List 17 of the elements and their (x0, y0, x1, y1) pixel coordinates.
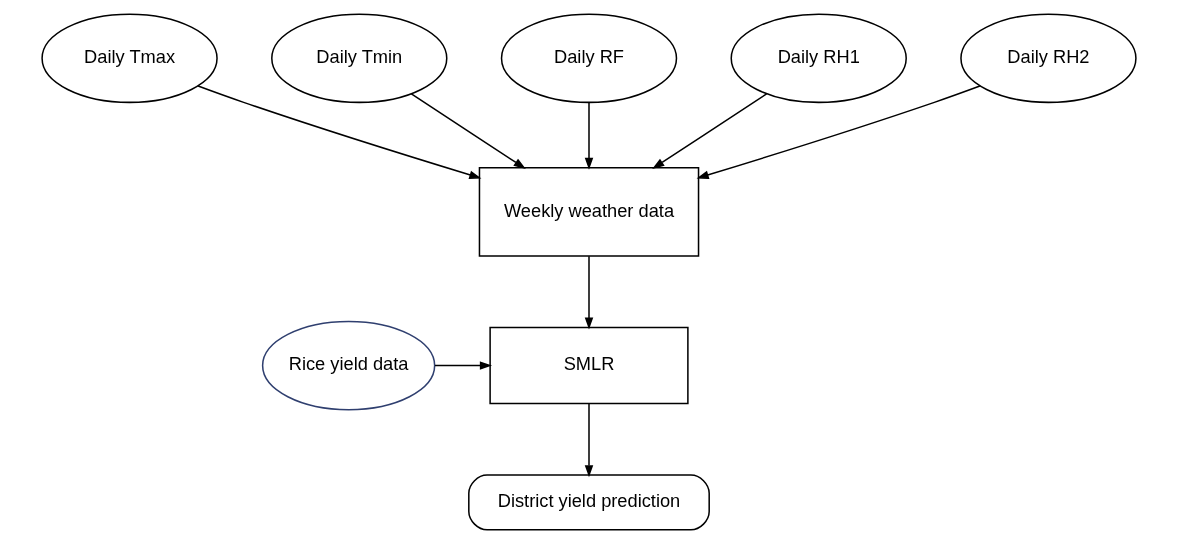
arrow (584, 402, 593, 478)
node-ellipse: Daily RH1 (730, 13, 907, 104)
node-ellipse: Daily RF (500, 13, 677, 104)
arrow (696, 85, 981, 179)
arrow (196, 85, 481, 179)
node-box: District yield prediction (467, 474, 710, 531)
node-ellipse: Rice yield data (261, 320, 435, 411)
arrow (584, 101, 593, 170)
node-ellipse: Daily RH2 (959, 13, 1137, 104)
arrow (584, 255, 593, 330)
node-box: Weekly weather data (478, 167, 699, 257)
arrow (410, 93, 526, 169)
node-ellipse: Daily Tmax (40, 13, 218, 104)
arrow (433, 361, 492, 370)
node-ellipse: Daily Tmin (270, 13, 447, 104)
arrow (651, 93, 767, 169)
node-box: SMLR (488, 326, 689, 405)
